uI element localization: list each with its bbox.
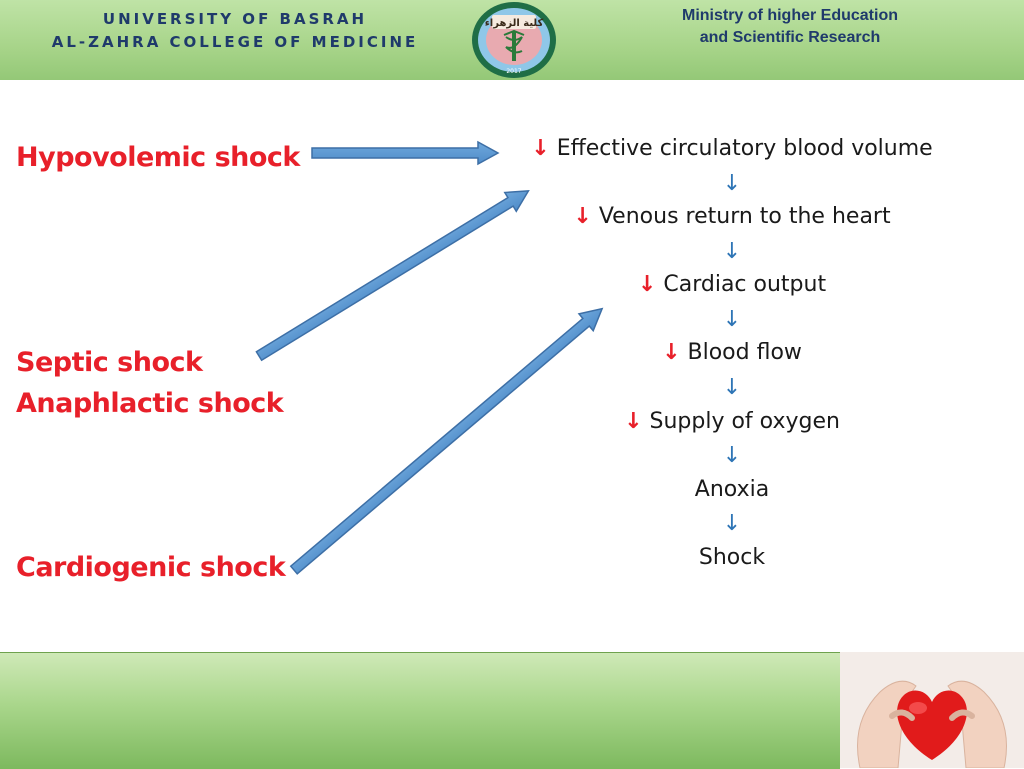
heart-in-hands-icon [840,652,1024,768]
step-text: Venous return to the heart [598,204,891,229]
down-arrow-icon: ↓ [722,239,742,264]
decrease-arrow-icon: ↓ [624,409,643,434]
step-text: Anoxia [694,477,770,502]
hypovolemic-arrow [311,140,500,166]
ministry-line-1: Ministry of higher Education [681,7,898,24]
down-arrow-icon: ↓ [722,443,742,468]
step-text: Effective circulatory blood volume [556,136,933,161]
cardiogenic-arrow [289,307,604,575]
logo-year: 2017 [506,68,521,75]
septic-shock-label: Septic shock [16,347,203,378]
down-arrow-icon: ↓ [722,171,742,196]
decrease-arrow-icon: ↓ [531,136,550,161]
cascade-step-1: ↓ Effective circulatory blood volume [480,136,984,161]
down-arrow-icon: ↓ [722,307,742,332]
footer-banner [0,652,840,769]
step-text: Blood flow [687,340,802,365]
septic-arrow [255,190,530,362]
cascade-step-3: ↓ Cardiac output [480,272,984,297]
down-arrow-icon: ↓ [722,375,742,400]
cascade-step-7: Shock [480,545,984,570]
down-arrow-icon: ↓ [722,511,742,536]
anaphylactic-shock-label: Anaphlactic shock [16,388,284,419]
cascade-step-2: ↓ Venous return to the heart [480,204,984,229]
ministry-name: Ministry of higher Education and Scienti… [620,5,960,49]
cascade-step-6: Anoxia [480,477,984,502]
university-name: UNIVERSITY OF BASRAH [102,10,368,28]
ministry-line-2: and Scientific Research [699,29,881,46]
decrease-arrow-icon: ↓ [662,340,681,365]
step-text: Supply of oxygen [649,409,840,434]
cascade-step-4: ↓ Blood flow [480,340,984,365]
step-text: Cardiac output [663,272,827,297]
cardiogenic-shock-label: Cardiogenic shock [16,552,286,583]
logo-lettering: كلية الزهراء [485,18,544,29]
decrease-arrow-icon: ↓ [637,272,657,297]
decrease-arrow-icon: ↓ [573,204,592,229]
college-logo-icon: كلية الزهراء 2017 [472,2,556,78]
college-name: AL-ZAHRA COLLEGE OF MEDICINE [51,33,419,51]
hypovolemic-shock-label: Hypovolemic shock [16,142,300,173]
cascade-step-5: ↓ Supply of oxygen [480,409,984,434]
step-text: Shock [698,545,766,570]
header-banner: UNIVERSITY OF BASRAH AL-ZAHRA COLLEGE OF… [0,0,1024,80]
